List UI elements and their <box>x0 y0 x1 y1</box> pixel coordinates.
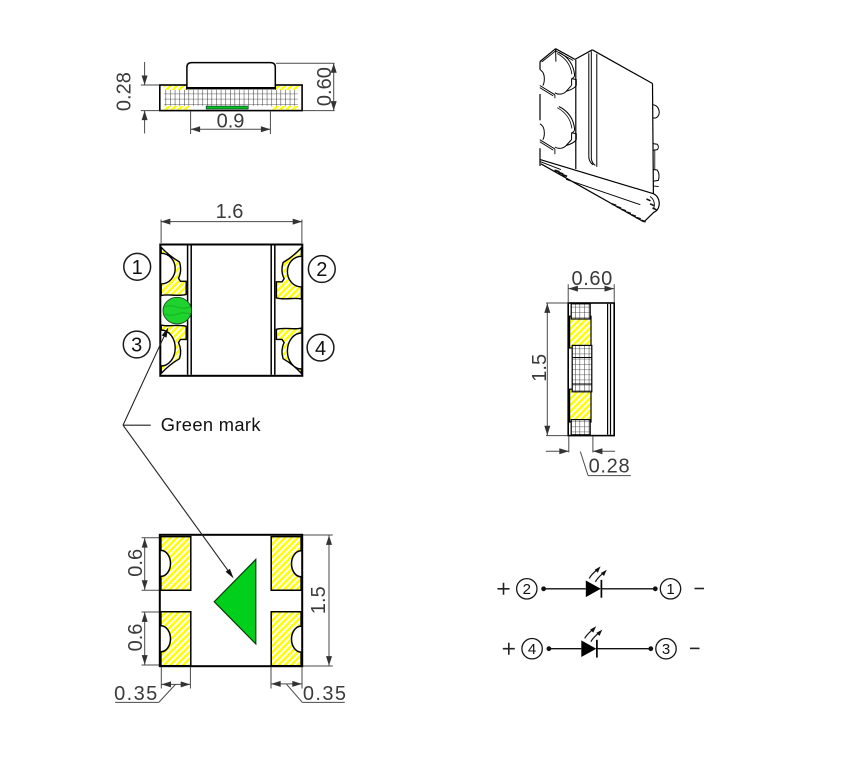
svg-text:1.5: 1.5 <box>308 586 330 614</box>
svg-text:1.5: 1.5 <box>529 354 551 382</box>
svg-text:2: 2 <box>316 259 327 281</box>
svg-text:0.35: 0.35 <box>114 683 159 705</box>
svg-text:1.6: 1.6 <box>216 201 244 223</box>
svg-text:1: 1 <box>132 257 143 279</box>
svg-text:0.60: 0.60 <box>572 268 613 290</box>
svg-text:0.9: 0.9 <box>217 111 245 133</box>
svg-text:1: 1 <box>666 581 674 598</box>
svg-text:2: 2 <box>523 581 531 598</box>
svg-text:0.6: 0.6 <box>125 624 147 652</box>
svg-text:0.35: 0.35 <box>303 683 348 705</box>
svg-text:0.60: 0.60 <box>314 67 336 106</box>
svg-text:Green mark: Green mark <box>161 414 262 435</box>
svg-text:4: 4 <box>528 641 536 658</box>
svg-text:0.28: 0.28 <box>114 72 136 111</box>
svg-text:3: 3 <box>662 641 670 658</box>
svg-text:0.6: 0.6 <box>125 549 147 577</box>
svg-text:0.28: 0.28 <box>589 455 631 477</box>
svg-text:4: 4 <box>315 338 326 360</box>
svg-text:3: 3 <box>131 335 142 357</box>
